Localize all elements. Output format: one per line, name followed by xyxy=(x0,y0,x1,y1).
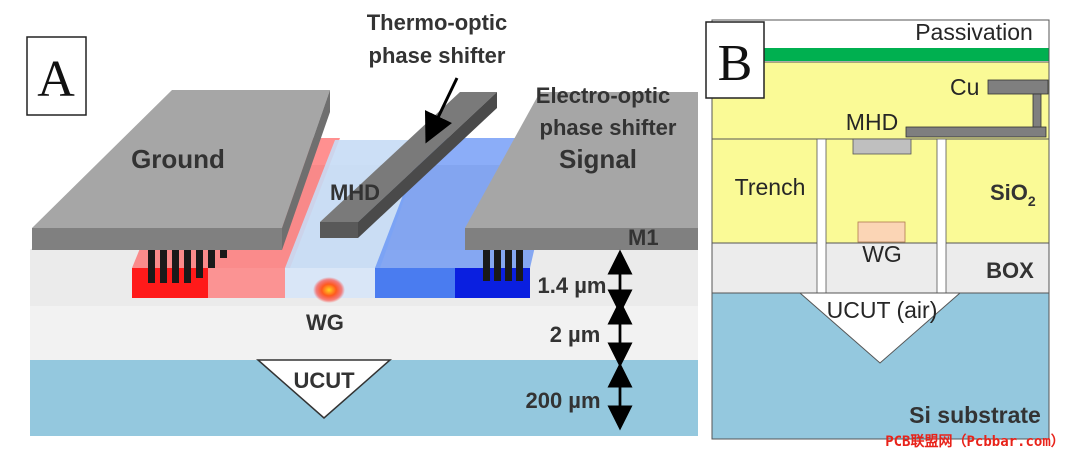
panel-b: B Passivation Cu MHD Trench SiO2 WG BOX … xyxy=(705,19,1050,440)
upper-oxide xyxy=(711,61,1050,140)
thermo-pointer-arrow xyxy=(424,77,459,144)
box-label: BOX xyxy=(986,258,1034,283)
panel-a: A Thermo-optic phase shifter Electro-opt… xyxy=(26,10,698,436)
ground-label: Ground xyxy=(131,144,225,174)
mhd-label: MHD xyxy=(330,180,380,205)
mhd-heater-bar xyxy=(320,92,497,238)
box-oxide-layer xyxy=(30,306,698,360)
mhd-heater xyxy=(852,138,912,155)
trench-right xyxy=(936,138,947,294)
wg-label: WG xyxy=(306,310,344,335)
ground-pad xyxy=(32,90,330,250)
passivation-layer xyxy=(762,48,1049,61)
n-doped-front xyxy=(375,268,455,298)
dim-1-4um: 1.4 µm xyxy=(538,273,607,298)
electro-optic-label-line1: Electro-optic xyxy=(536,83,670,108)
signal-vias xyxy=(483,245,523,281)
optical-mode xyxy=(313,277,345,303)
trench-left xyxy=(816,138,827,294)
signal-label: Signal xyxy=(559,144,637,174)
m1-label: M1 xyxy=(628,225,659,250)
mhd-b-label: MHD xyxy=(846,109,898,135)
thermo-optic-label-line2: phase shifter xyxy=(369,43,506,68)
sio2-label: SiO2 xyxy=(990,180,1036,209)
p-doped-front-light xyxy=(208,268,290,298)
panel-b-label: B xyxy=(718,35,753,92)
panel-b-border xyxy=(711,19,1050,440)
ucut-label: UCUT xyxy=(293,368,355,393)
panel-a-label-box xyxy=(26,36,87,116)
p-doped-front xyxy=(132,268,208,298)
dim-2um: 2 µm xyxy=(550,322,601,347)
panel-b-label-box xyxy=(705,21,765,99)
ucut-cavity xyxy=(256,359,392,419)
si-substrate-label: Si substrate xyxy=(909,402,1041,428)
thermo-optic-label-line1: Thermo-optic xyxy=(367,10,508,35)
trench-label: Trench xyxy=(735,174,806,200)
electro-optic-label-line2: phase shifter xyxy=(540,115,677,140)
cu-metal xyxy=(905,79,1049,138)
watermark: PCB联盟网（Pcbbar.com） xyxy=(885,434,1065,450)
wg-b-label: WG xyxy=(862,241,902,267)
cu-label: Cu xyxy=(950,74,979,100)
ucut-air-label: UCUT (air) xyxy=(827,297,938,323)
sio2-subscript: 2 xyxy=(1028,193,1036,209)
ucut-air-cavity xyxy=(798,292,962,364)
dim-200um: 200 µm xyxy=(525,388,600,413)
passivation-label: Passivation xyxy=(915,19,1033,45)
wg-core xyxy=(857,221,906,243)
panel-a-label: A xyxy=(37,51,75,108)
signal-pad xyxy=(465,92,698,250)
